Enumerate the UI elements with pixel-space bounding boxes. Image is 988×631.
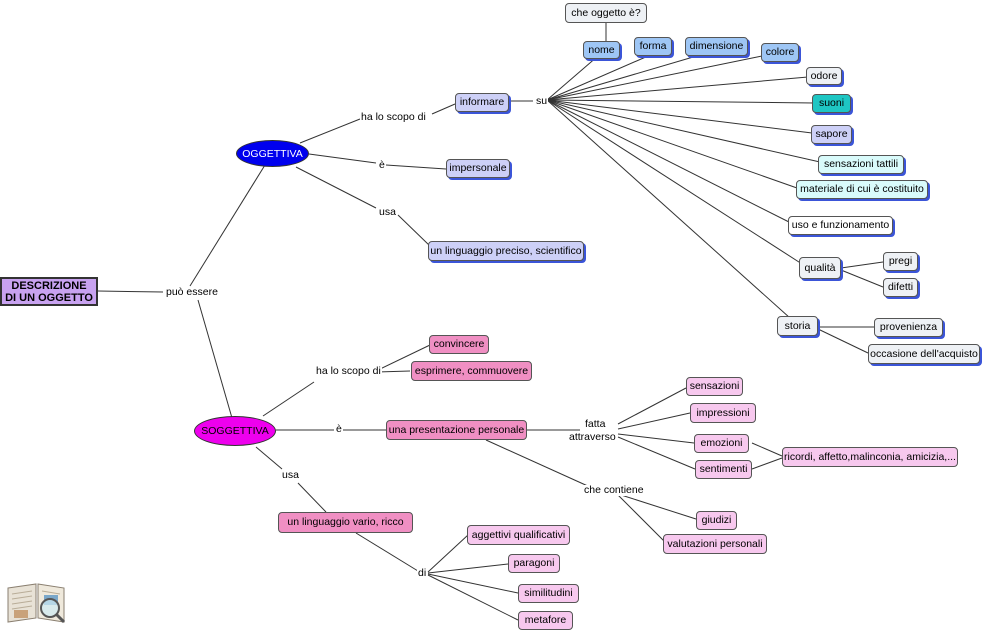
colore-node[interactable]: colore [761, 43, 799, 62]
che-oggetto-node[interactable]: che oggetto è? [565, 3, 647, 23]
odore-node[interactable]: odore [806, 67, 842, 85]
sensazioni-node[interactable]: sensazioni [686, 377, 743, 396]
sapore-node[interactable]: sapore [811, 125, 852, 144]
dimensione-node[interactable]: dimensione [685, 37, 748, 56]
link-fatta: fatta [584, 418, 607, 430]
esprimere-node[interactable]: esprimere, commuovere [411, 361, 532, 381]
provenienza-node[interactable]: provenienza [874, 318, 943, 337]
ricordi-node[interactable]: ricordi, affetto,malinconia, amicizia,..… [782, 447, 958, 467]
difetti-node[interactable]: difetti [883, 278, 918, 297]
aggettivi-node[interactable]: aggettivi qualificativi [467, 525, 570, 545]
soggettiva-node[interactable]: SOGGETTIVA [194, 416, 276, 446]
linguaggio-vario-node[interactable]: un linguaggio vario, ricco [278, 512, 413, 533]
presentazione-node[interactable]: una presentazione personale [386, 420, 527, 440]
link-di: di [417, 567, 428, 579]
oggettiva-node[interactable]: OGGETTIVA [236, 140, 309, 167]
uso-funzionamento-node[interactable]: uso e funzionamento [788, 216, 893, 235]
link-ogg-usa: usa [378, 206, 397, 218]
emozioni-node[interactable]: emozioni [694, 434, 749, 453]
link-ogg-scopo: ha lo scopo di [360, 111, 427, 123]
book-magnifier-icon [6, 580, 68, 624]
impersonale-node[interactable]: impersonale [446, 159, 510, 178]
link-su: su [535, 95, 549, 107]
convincere-node[interactable]: convincere [429, 335, 489, 354]
forma-node[interactable]: forma [634, 37, 672, 56]
link-attraverso: attraverso [568, 431, 617, 443]
sentimenti-node[interactable]: sentimenti [695, 460, 752, 479]
root-node[interactable]: DESCRIZIONE DI UN OGGETTO [0, 277, 98, 306]
sensazioni-tattili-node[interactable]: sensazioni tattili [818, 155, 904, 174]
impressioni-node[interactable]: impressioni [690, 403, 756, 423]
informare-node[interactable]: informare [455, 93, 509, 112]
storia-node[interactable]: storia [777, 316, 818, 336]
valutazioni-node[interactable]: valutazioni personali [663, 534, 767, 554]
suoni-node[interactable]: suoni [812, 94, 851, 113]
link-contiene: che contiene [583, 484, 645, 496]
similitudini-node[interactable]: similitudini [518, 584, 579, 603]
qualita-node[interactable]: qualità [799, 257, 841, 279]
materiale-node[interactable]: materiale di cui è costituito [796, 180, 928, 199]
metafore-node[interactable]: metafore [518, 611, 573, 630]
link-sogg-e: è [335, 423, 343, 435]
nome-node[interactable]: nome [583, 41, 620, 59]
root-line2: DI UN OGGETTO [5, 291, 93, 304]
link-sogg-scopo: ha lo scopo di [315, 365, 382, 377]
occasione-acquisto-node[interactable]: occasione dell'acquisto [868, 344, 980, 364]
linguaggio-scientifico-node[interactable]: un linguaggio preciso, scientifico [428, 241, 584, 261]
link-puo-essere: può essere [165, 286, 219, 298]
root-line1: DESCRIZIONE [11, 279, 87, 292]
giudizi-node[interactable]: giudizi [696, 511, 737, 530]
paragoni-node[interactable]: paragoni [508, 554, 560, 573]
link-ogg-e: è [378, 159, 386, 171]
pregi-node[interactable]: pregi [883, 252, 918, 271]
link-sogg-usa: usa [281, 469, 300, 481]
